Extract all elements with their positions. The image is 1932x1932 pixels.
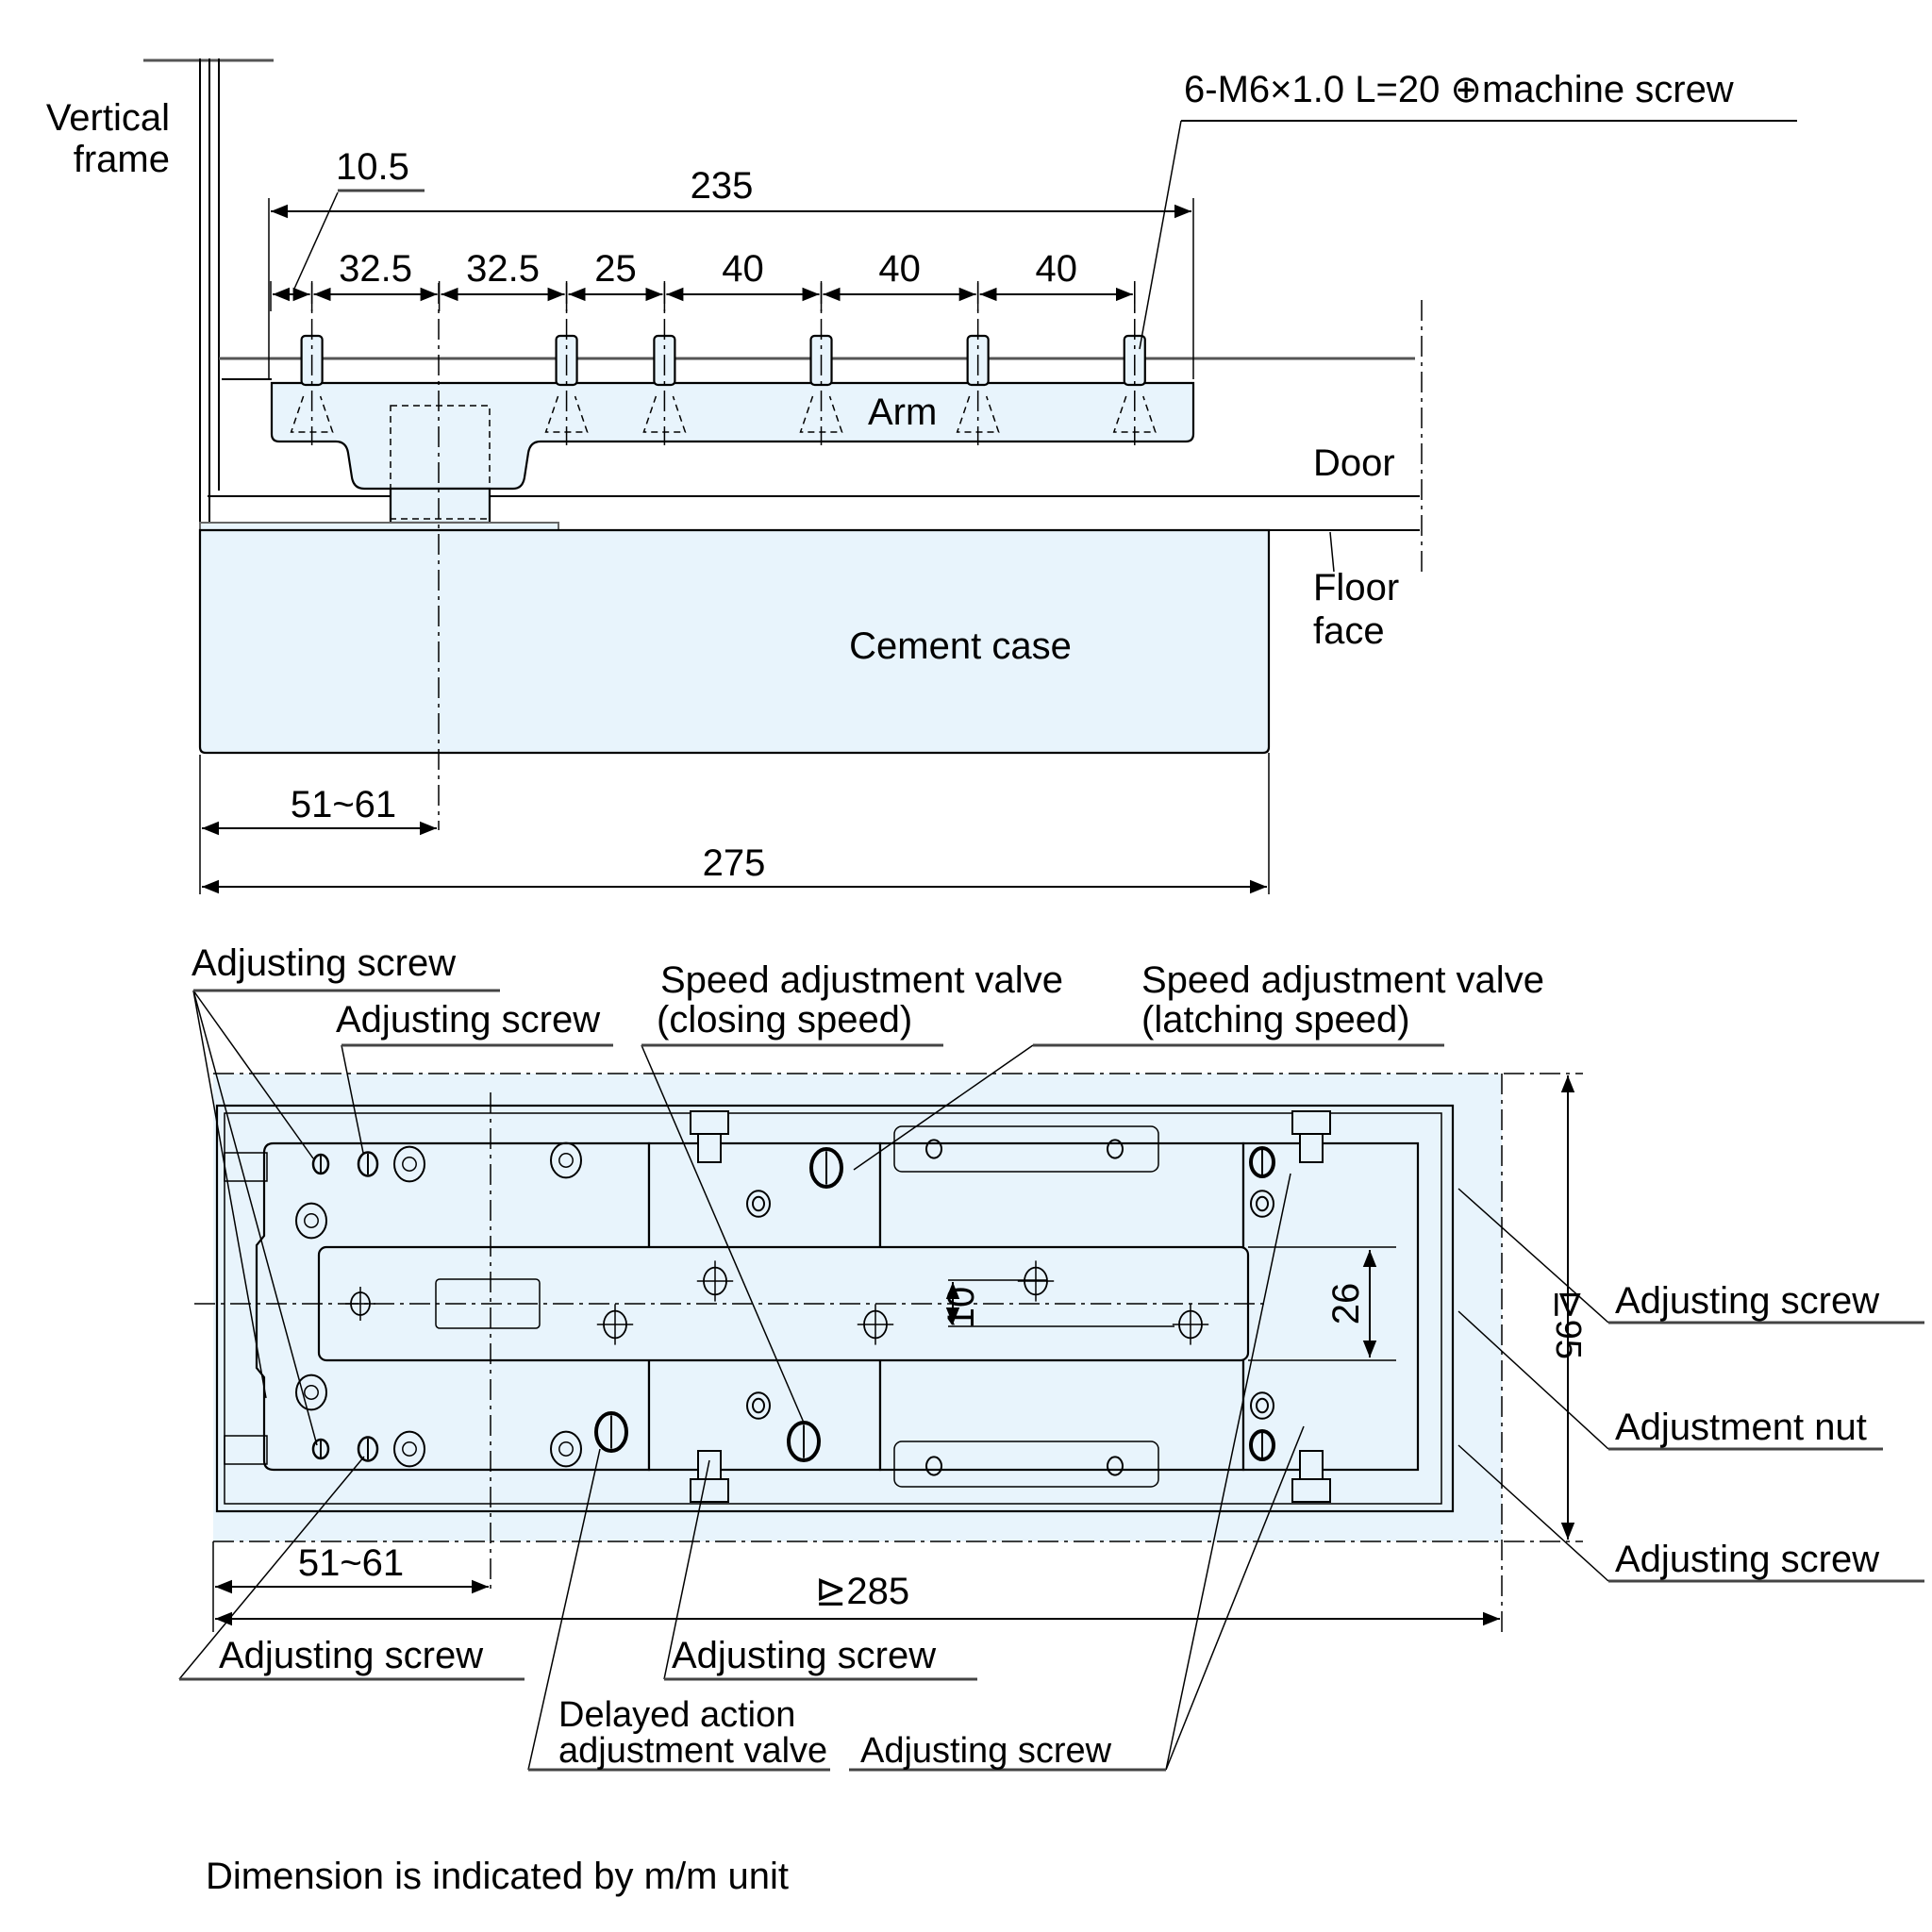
elevation-view: 235 32.5 32.5 25 40 40 40 10.5 6-M6×1.0 L=20 …	[46, 58, 1797, 894]
dim-10: 10	[941, 1279, 1174, 1329]
center-mark-icon	[345, 1287, 375, 1321]
screw-spec-label: 6-M6×1.0 L=20 ⊕machine screw	[1184, 69, 1734, 110]
machine-screw	[642, 283, 687, 445]
torx-screw-icon	[295, 1374, 327, 1411]
washer-icon	[746, 1391, 771, 1420]
plan-dim-pivot-offset-label: 51~61	[298, 1542, 404, 1584]
vertical-frame-label-1: Vertical	[46, 97, 170, 139]
units-note: Dimension is indicated by m/m unit	[206, 1856, 789, 1897]
hole-icon	[925, 1139, 942, 1159]
callout-adjusting-screw-b: Adjusting screw	[336, 999, 600, 1041]
slotted-screw-icon	[809, 1147, 843, 1189]
dim-95: ⊵95	[1548, 1075, 1588, 1540]
spacing-label: 40	[1035, 248, 1077, 290]
dim-95-label: ⊵95	[1548, 1290, 1588, 1359]
slotted-screw-icon	[311, 1438, 330, 1460]
cement-case-label: Cement case	[849, 625, 1072, 667]
dim-pivot-offset: 51~61	[199, 755, 437, 894]
plan-dim-pivot-offset: 51~61	[212, 1541, 489, 1632]
washer-icon	[1250, 1391, 1274, 1420]
callout-adjustment-nut: Adjustment nut	[1615, 1407, 1867, 1448]
vertical-frame	[143, 58, 274, 528]
torx-screw-icon	[550, 1430, 582, 1468]
torx-screw-icon	[295, 1202, 327, 1240]
slotted-screw-icon	[357, 1151, 379, 1177]
spacing-label: 40	[722, 248, 764, 290]
hole-icon	[1107, 1139, 1124, 1159]
slotted-screw-icon	[357, 1436, 379, 1462]
slotted-screw-icon	[594, 1411, 628, 1453]
callout-bottom-adjusting-screw-left: Adjusting screw	[219, 1635, 483, 1676]
dim-235-label: 235	[691, 165, 754, 207]
callout-speed-valve-closing-2: (closing speed)	[657, 999, 912, 1041]
dim-285: ⊵285	[215, 1571, 1500, 1626]
arm	[222, 378, 1195, 525]
torx-screw-icon	[550, 1141, 582, 1179]
hole-icon	[1107, 1456, 1124, 1476]
floor-face-label-1: Floor	[1313, 567, 1399, 608]
arm-screws	[290, 283, 1157, 445]
dim-screw-spacing: 32.5 32.5 25 40 40 40	[270, 248, 1136, 311]
spacing-label: 32.5	[466, 248, 540, 290]
torx-screw-icon	[393, 1145, 425, 1183]
center-mark-icon	[596, 1304, 634, 1345]
center-mark-icon	[857, 1304, 894, 1345]
plan-fasteners	[295, 1110, 1331, 1503]
plan-view: 10 26 ⊵95 51~61 ⊵285	[178, 942, 1924, 1772]
center-mark-icon	[1017, 1260, 1055, 1302]
dim-10-label: 10	[941, 1287, 982, 1329]
dim-235: 235	[268, 165, 1194, 379]
slotted-screw-icon	[1249, 1429, 1275, 1461]
door-label: Door	[1313, 442, 1395, 484]
center-mark-icon	[696, 1260, 734, 1302]
dim-285-label: ⊵285	[815, 1571, 909, 1612]
vertical-frame-label-2: frame	[74, 139, 170, 180]
callout-speed-valve-latching-1: Speed adjustment valve	[1141, 959, 1544, 1001]
dim-26: 26	[1325, 1250, 1377, 1357]
callout-delayed-action-1: Delayed action	[558, 1695, 795, 1735]
slotted-screw-icon	[311, 1153, 330, 1175]
callout-right-adjusting-screw-bottom: Adjusting screw	[1615, 1539, 1879, 1580]
washer-icon	[1250, 1190, 1274, 1218]
hex-bolt-icon	[690, 1450, 729, 1503]
machine-screw	[290, 283, 334, 445]
callout-bottom-adjusting-screw-right: Adjusting screw	[860, 1731, 1112, 1771]
spacing-label: 40	[878, 248, 921, 290]
hex-bolt-icon	[1291, 1110, 1331, 1163]
spacing-label: 32.5	[339, 248, 412, 290]
washer-icon	[746, 1190, 771, 1218]
arm-label: Arm	[868, 391, 937, 433]
dim-275: 275	[202, 753, 1270, 894]
callout-speed-valve-closing-1: Speed adjustment valve	[660, 959, 1063, 1001]
spacing-label: 25	[594, 248, 637, 290]
callout-speed-valve-latching-2: (latching speed)	[1141, 999, 1410, 1041]
cement-case	[198, 522, 1420, 755]
dim-pivot-offset-label: 51~61	[291, 784, 396, 825]
callout-bottom-adjusting-screw-mid: Adjusting screw	[672, 1635, 936, 1676]
hole-icon	[925, 1456, 942, 1476]
plan-leaders	[178, 989, 1924, 1772]
callout-delayed-action-2: adjustment valve	[558, 1731, 827, 1771]
dim-10-5-label: 10.5	[336, 146, 409, 188]
dim-10-5: 10.5	[293, 146, 425, 290]
hex-bolt-icon	[690, 1110, 729, 1163]
screw-spec-callout: 6-M6×1.0 L=20 ⊕machine screw	[1139, 69, 1797, 350]
dim-275-label: 275	[703, 842, 766, 884]
center-mark-icon	[1172, 1304, 1209, 1345]
torx-screw-icon	[393, 1430, 425, 1468]
slotted-screw-icon	[1249, 1146, 1275, 1178]
callout-right-adjusting-screw-top: Adjusting screw	[1615, 1280, 1879, 1322]
callout-adjusting-screw-a: Adjusting screw	[192, 942, 456, 984]
dim-26-label: 26	[1325, 1283, 1367, 1325]
floor-face-label-2: face	[1313, 610, 1385, 652]
hex-bolt-icon	[1291, 1450, 1331, 1503]
